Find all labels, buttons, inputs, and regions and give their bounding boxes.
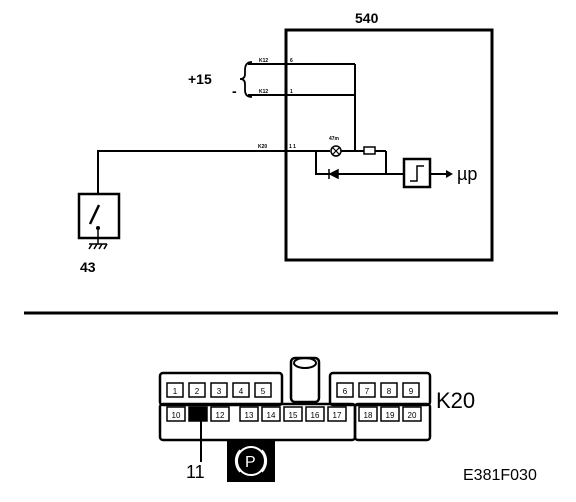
connector-pin-label: 20 [408, 411, 417, 420]
parking-letter: P [245, 454, 256, 471]
connector-pin-top-0 [166, 382, 184, 398]
diode-icon [328, 168, 339, 180]
connector-pin-label: 13 [245, 411, 254, 420]
pin-1-label: 1 [290, 89, 293, 95]
connector-pin-bottom-4 [261, 406, 281, 422]
terminal-k20: K20 [258, 144, 267, 150]
connector-pin-label: 8 [387, 387, 392, 396]
connector-pin-top-2 [210, 382, 228, 398]
connector-pin-label: 10 [172, 411, 181, 420]
connector-pin-bottom-8 [358, 406, 378, 422]
connector-pin-label: 12 [216, 411, 225, 420]
connector-pin-label: 17 [333, 411, 342, 420]
pin-6-label: 6 [290, 58, 293, 64]
connector-pin-bottom-9 [380, 406, 400, 422]
connector-pin-bottom-0 [166, 406, 186, 422]
connector-pin-label: 19 [386, 411, 395, 420]
wire-diode-loop [315, 151, 404, 175]
module-540-box [284, 28, 494, 262]
connector-pin-top-8 [402, 382, 420, 398]
connector-pin-label: 5 [261, 387, 266, 396]
connector-pin-top-7 [380, 382, 398, 398]
pin-11-label: 1 1 [289, 144, 296, 150]
switch-label: 43 [80, 259, 96, 275]
schematic [77, 28, 494, 262]
connector-pin-top-5 [336, 382, 354, 398]
connector-pin-top-4 [254, 382, 272, 398]
pulse-icon [410, 165, 424, 182]
connector-pin-label: 4 [239, 387, 244, 396]
output-label: µp [457, 164, 477, 184]
resistor-icon [363, 146, 376, 155]
connector-pin-bottom-1 [188, 406, 208, 422]
figure-reference: E381F030 [463, 467, 537, 484]
connector-pin-bottom-2 [210, 406, 230, 422]
connector-name: K20 [436, 388, 475, 413]
module-label: 540 [355, 10, 379, 26]
switch-43-box [77, 192, 121, 240]
terminal-k12-a: K12 [259, 58, 268, 64]
terminal-k12-b: K12 [259, 89, 268, 95]
ground-icon [88, 230, 108, 250]
connector-pin-label: 7 [365, 387, 370, 396]
supply-label: +15 [188, 71, 212, 87]
connector-pin-bottom-3 [239, 406, 259, 422]
output-arrow-icon [446, 170, 453, 178]
connector-pin-bottom-7 [327, 406, 347, 422]
connector-pin-label: 2 [195, 387, 200, 396]
parking-icon [236, 446, 266, 476]
supply-minus-label: - [232, 83, 237, 99]
pin-11-callout: 11 [186, 462, 205, 482]
connector-pin-bottom-10 [402, 406, 422, 422]
connector-pin-bottom-6 [305, 406, 325, 422]
connector-pin-label: 16 [311, 411, 320, 420]
connector-pin-label: 1 [173, 387, 178, 396]
connector-pin-label: 3 [217, 387, 222, 396]
connector-pin-label: 18 [364, 411, 373, 420]
connector-pin-top-6 [358, 382, 376, 398]
supply-brace [239, 61, 253, 98]
wire-k20-signal [97, 150, 330, 193]
switch-contact-icon [88, 204, 101, 225]
connector-pin-bottom-5 [283, 406, 303, 422]
connector-pin-label: 14 [267, 411, 276, 420]
connector-pin-label: 6 [343, 387, 348, 396]
connector-pin-label: 9 [409, 387, 414, 396]
connector-pin-top-3 [232, 382, 250, 398]
connector-pin-label: 15 [289, 411, 298, 420]
resistor-label: 47m [329, 136, 340, 142]
connector-pin-top-1 [188, 382, 206, 398]
